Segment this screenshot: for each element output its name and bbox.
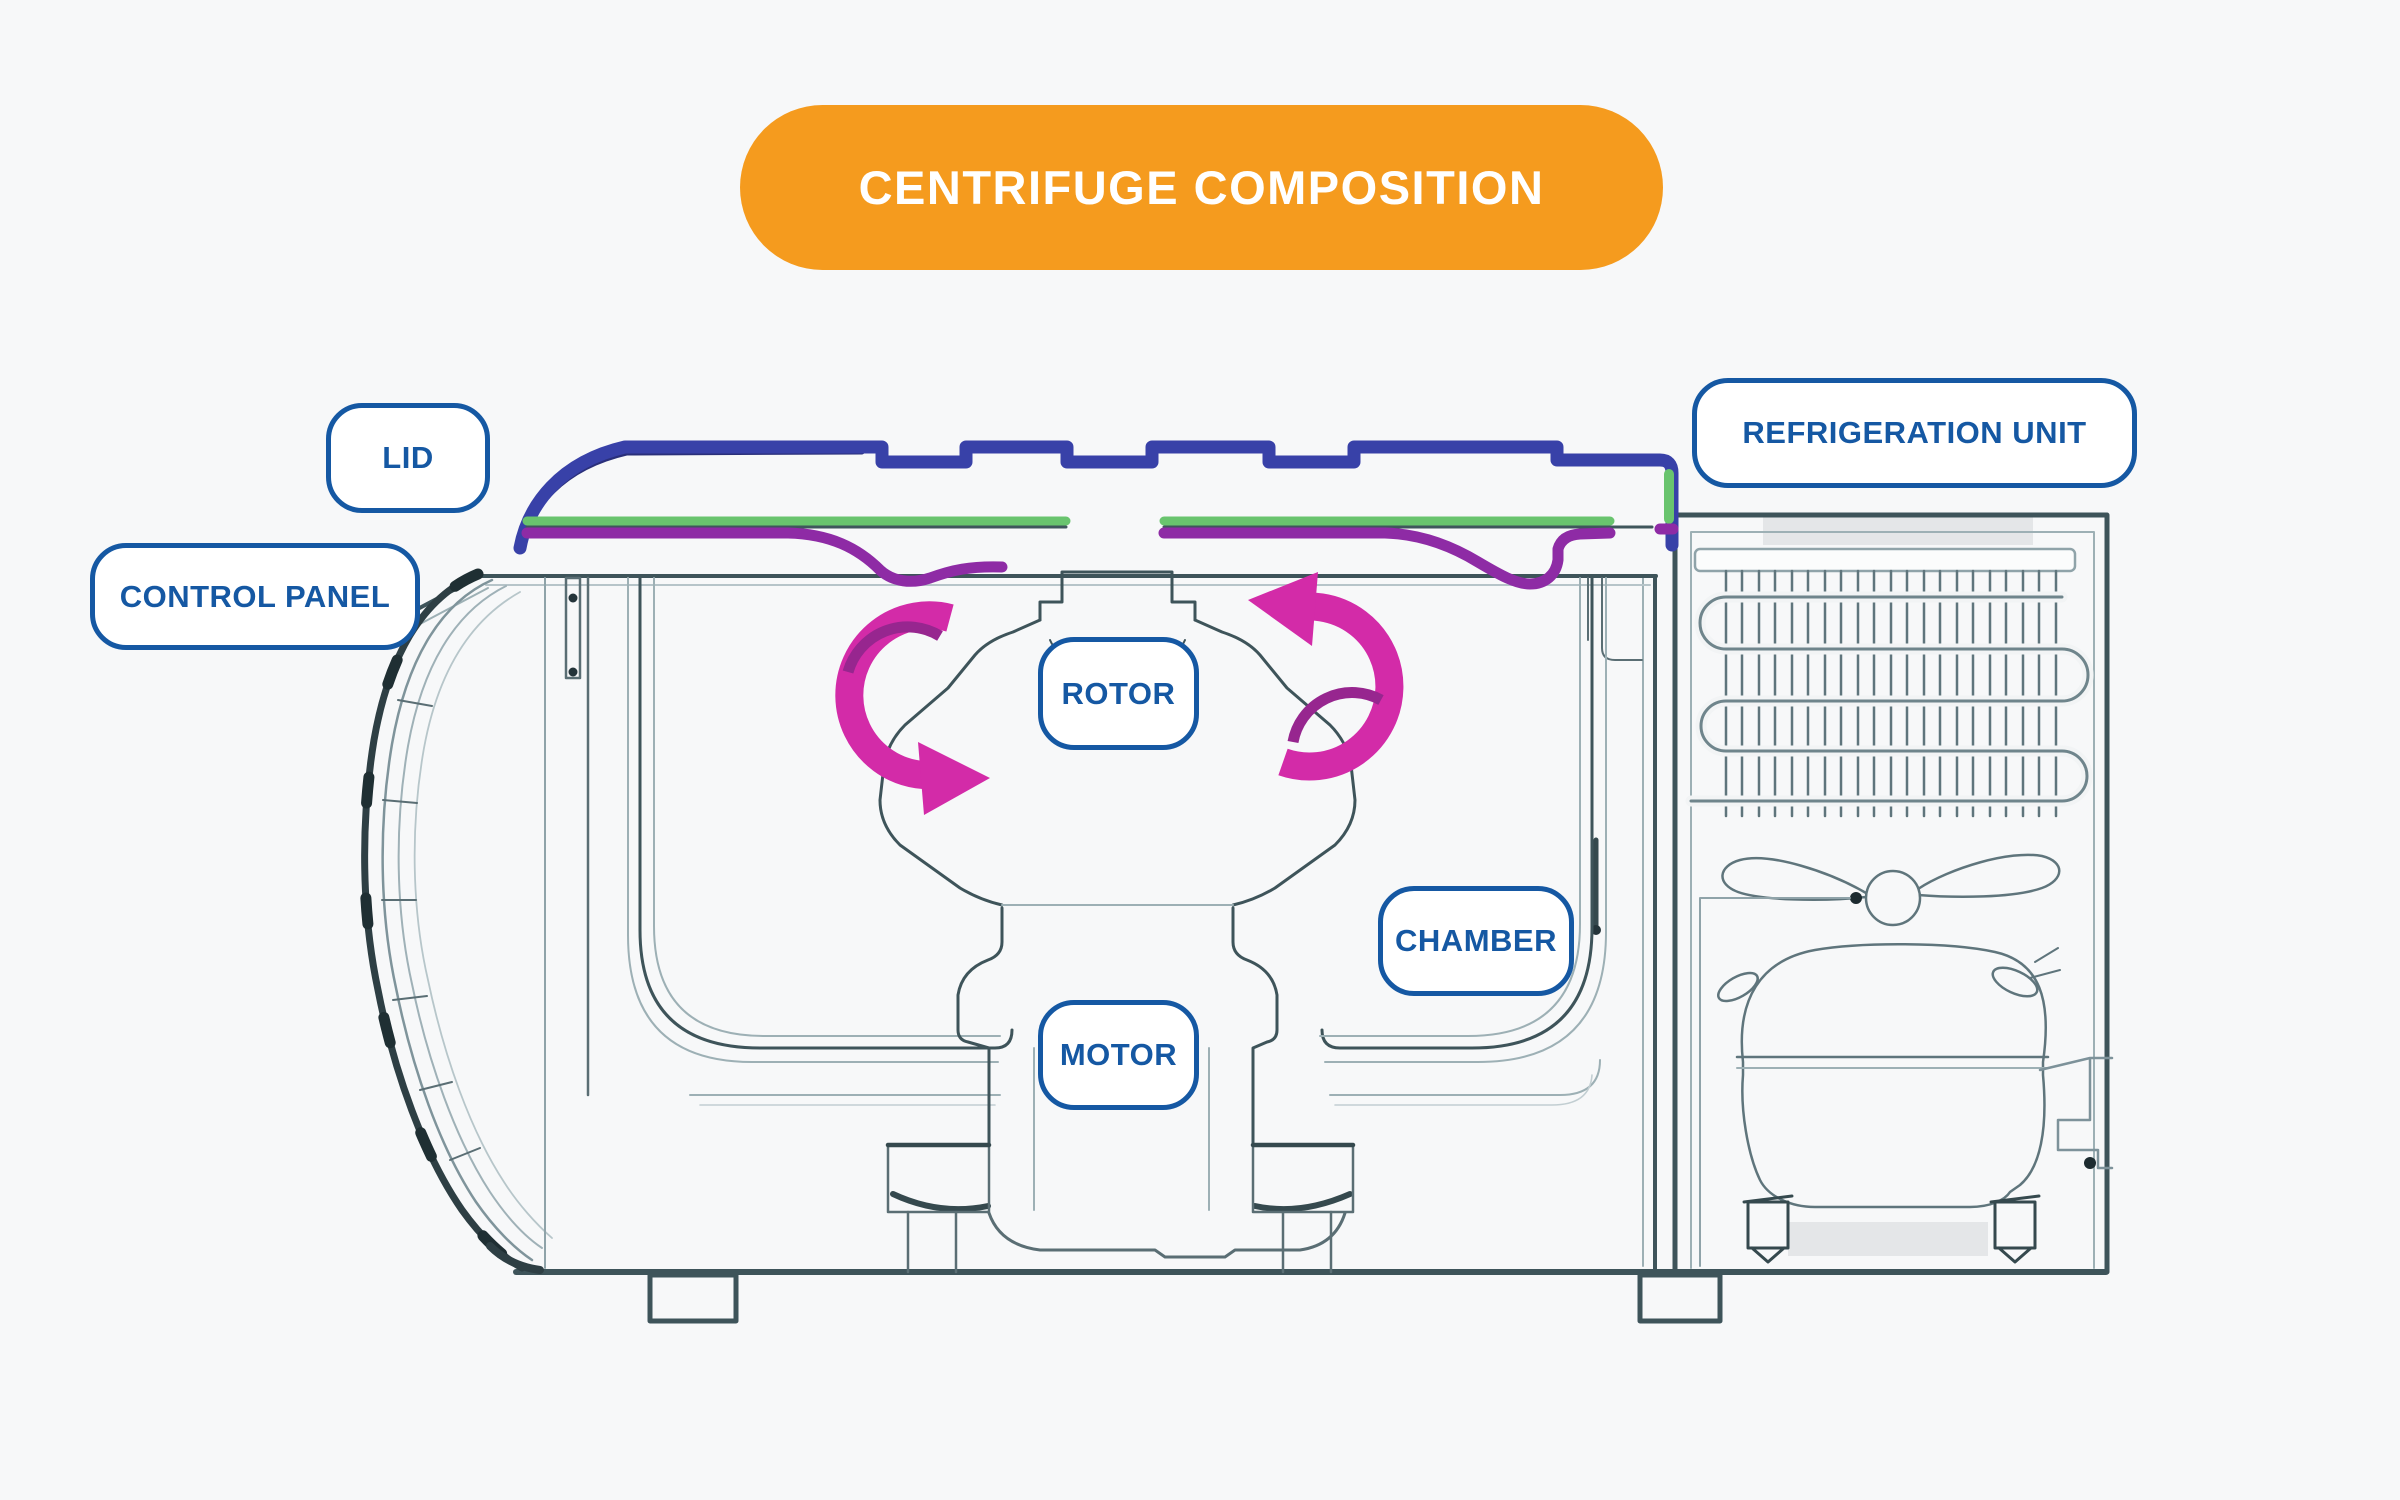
lid-seal-line: [522, 469, 1674, 526]
label-rotor: ROTOR: [1038, 637, 1199, 750]
label-refrigeration-unit: REFRIGERATION UNIT: [1692, 378, 2137, 488]
control-panel-front: [359, 568, 553, 1274]
label-control-panel: CONTROL PANEL: [90, 543, 420, 650]
lid-gasket: [521, 523, 1679, 590]
label-chamber: CHAMBER: [1378, 886, 1574, 996]
rotor-spindle: [1038, 570, 1197, 622]
condenser-tube-casing: [1685, 591, 2094, 807]
compressor-pipe: [2038, 1056, 2114, 1170]
cooling-fan: [1699, 853, 2061, 1267]
label-lid-text: LID: [382, 440, 434, 475]
lid-hinge-pin: [564, 576, 582, 680]
compressor-base-pad: [1788, 1222, 1988, 1256]
label-refrigeration-unit-text: REFRIGERATION UNIT: [1742, 415, 2087, 450]
compressor: [1717, 943, 2114, 1264]
label-rotor-text: ROTOR: [1061, 675, 1176, 711]
label-motor-text: MOTOR: [1059, 1037, 1178, 1072]
condenser-fins: [1724, 569, 2058, 818]
fan-wire: [1699, 897, 1851, 1267]
lid-outline: [513, 440, 1679, 555]
compressor-feet: [1742, 1194, 2041, 1264]
machine-feet: [647, 1272, 1723, 1324]
machine-body: [359, 568, 2109, 1324]
title-banner: CENTRIFUGE COMPOSITION: [740, 105, 1663, 270]
rotation-arrow-right: [1248, 572, 1404, 781]
rotation-arrow-left: [835, 601, 990, 815]
refrigeration-cabinet: [1672, 512, 2110, 1275]
condenser-coil: [1685, 547, 2094, 818]
label-lid: LID: [326, 403, 490, 513]
label-motor: MOTOR: [1038, 1000, 1199, 1110]
compressor-stub-right: [1991, 966, 2039, 998]
label-chamber-text: CHAMBER: [1395, 923, 1557, 958]
compressor-stub-left: [1717, 971, 1759, 1003]
chamber-drawing: [627, 576, 1607, 1213]
lid-drawing: [513, 440, 1679, 590]
condenser-tube: [1689, 595, 2090, 803]
rotation-arrows: [835, 572, 1404, 815]
page-title: CENTRIFUGE COMPOSITION: [858, 161, 1545, 214]
fan-hub: [1864, 869, 1922, 927]
motor-drawing: [885, 906, 1356, 1274]
label-control-panel-text: CONTROL PANEL: [119, 578, 391, 614]
refrigeration-unit-drawing: [1672, 512, 2114, 1275]
